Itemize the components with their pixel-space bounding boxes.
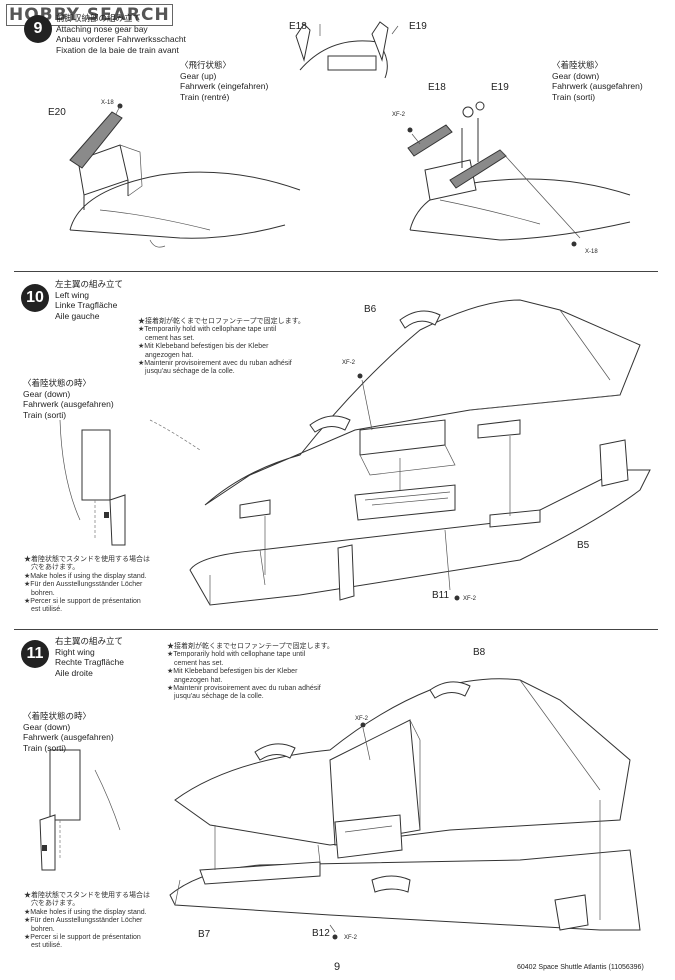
step11-drawing xyxy=(39,678,641,940)
step10-part-b11: B11 xyxy=(432,590,450,601)
step10-stand-note-line: ★着陸状態でスタンドを使用する場合は xyxy=(24,556,150,563)
step10-drawing xyxy=(59,299,651,606)
step11-mode-de: Fahrwerk (ausgefahren) xyxy=(23,732,114,742)
step9-right-mode-fr: Train (sorti) xyxy=(552,91,596,102)
step11-stand-note-line: ★Make holes if using the display stand. xyxy=(24,908,147,916)
step9-right-mode-de: Fahrwerk (ausgefahren) xyxy=(552,81,643,91)
step10-number-badge: 10 xyxy=(21,284,49,312)
step11-paint-xf2: XF-2 xyxy=(355,716,369,722)
step10-title-jp: 左主翼の組み立て xyxy=(55,279,124,289)
page-number: 9 xyxy=(334,961,341,973)
step11-number-badge: 11 xyxy=(21,640,49,668)
step10-stand-note: ★着陸状態でスタンドを使用する場合は 穴をあけます。 ★Make holes i… xyxy=(24,556,150,615)
step10-mode-en: Gear (down) xyxy=(23,388,71,399)
step9-part-e18-top: E18 xyxy=(289,21,307,32)
step10-mode-de: Fahrwerk (ausgefahren) xyxy=(23,399,114,409)
step10-tape-note-line: ★Mit Klebeband befestigen bis der Kleber xyxy=(138,343,269,351)
step9-drawing xyxy=(69,21,631,248)
step11-part-b8: B8 xyxy=(473,647,486,658)
step9-part-e19: E19 xyxy=(491,82,509,93)
step10-tape-note: ★接着剤が乾くまでセロファンテープで固定します。 ★Temporarily ho… xyxy=(138,318,305,377)
step11-tape-note-line: ★Mit Klebeband befestigen bis der Kleber xyxy=(167,668,298,676)
step10-tape-note-line: cement has set. xyxy=(145,334,195,342)
step11-stand-note-line: ★Percer si le support de présentation xyxy=(24,934,141,942)
step10-tape-note-line: ★Maintenir provisoirement avec du ruban … xyxy=(138,360,292,368)
step9-right-mode-jp: 〈着陸状態〉 xyxy=(552,60,604,70)
step11-title-de: Rechte Tragfläche xyxy=(55,657,124,667)
step10-title: 左主翼の組み立て Left wing Linke Tragfläche Aile… xyxy=(55,279,123,321)
step11-gear-mode: 〈着陸状態の時〉 Gear (down) Fahrwerk (ausgefahr… xyxy=(23,711,114,753)
step9-title-jp: 前脚収納部の組み立て xyxy=(56,13,142,23)
step10-tape-note-line: ★Temporarily hold with cellophane tape u… xyxy=(138,326,277,334)
step11-stand-note-line: bohren. xyxy=(31,925,55,933)
step9-paint-x18-left: X-18 xyxy=(101,100,114,106)
step11-part-b7: B7 xyxy=(198,929,211,940)
step9-title-en: Attaching nose gear bay xyxy=(56,23,148,34)
step10-title-de: Linke Tragfläche xyxy=(55,300,118,310)
step11-panel-divider xyxy=(14,629,658,630)
step11-mode-jp: 〈着陸状態の時〉 xyxy=(23,711,92,721)
step11-title: 右主翼の組み立て Right wing Rechte Tragfläche Ai… xyxy=(55,636,124,678)
step11-tape-note-line: jusqu'au séchage de la colle. xyxy=(174,693,264,701)
step10-stand-note-line: ★Für den Ausstellungsständer Löcher xyxy=(24,581,143,589)
step10-stand-note-line: bohren. xyxy=(31,589,55,597)
step11-tape-note-line: ★Temporarily hold with cellophane tape u… xyxy=(167,651,306,659)
step9-right-mode: 〈着陸状態〉 Gear (down) Fahrwerk (ausgefahren… xyxy=(552,60,643,102)
step9-paint-xf2: XF-2 xyxy=(392,112,406,118)
step10-part-b5: B5 xyxy=(577,540,590,551)
step10-tape-note-line: jusqu'au séchage de la colle. xyxy=(145,368,235,376)
step9-left-mode: 〈飛行状態〉 Gear (up) Fahrwerk (eingefahren) … xyxy=(180,60,268,102)
step10-tape-note-line: angezogen hat. xyxy=(145,351,194,359)
step11-title-en: Right wing xyxy=(55,646,95,657)
step9-part-e18: E18 xyxy=(428,82,446,93)
step9-title-de: Anbau vorderer Fahrwerksschacht xyxy=(56,34,186,44)
step10-title-en: Left wing xyxy=(55,289,90,300)
step10-stand-note-line: 穴をあけます。 xyxy=(31,564,80,572)
step9-title-fr: Fixation de la baie de train avant xyxy=(56,44,179,55)
step11-stand-note-line: ★Für den Ausstellungsständer Löcher xyxy=(24,917,143,925)
step9-right-mode-en: Gear (down) xyxy=(552,70,600,81)
step10-paint-xf2: XF-2 xyxy=(342,360,356,366)
footer-product-info: 60402 Space Shuttle Atlantis (11056396) xyxy=(517,964,644,971)
step10-part-b6: B6 xyxy=(364,304,377,315)
step9-number-badge: 9 xyxy=(24,15,52,43)
step11-stand-note-line: 穴をあけます。 xyxy=(31,900,80,908)
footer-product-code: 60402 xyxy=(517,964,537,971)
step10-mode-fr: Train (sorti) xyxy=(23,409,67,420)
step11-stand-note-line: est utilisé. xyxy=(31,942,63,950)
step9-title: 前脚収納部の組み立て Attaching nose gear bay Anbau… xyxy=(56,13,186,55)
step9-left-mode-de: Fahrwerk (eingefahren) xyxy=(180,81,269,91)
step11-mode-fr: Train (sorti) xyxy=(23,742,67,753)
step9-part-e19-top: E19 xyxy=(409,21,427,32)
step10-gear-mode: 〈着陸状態の時〉 Gear (down) Fahrwerk (ausgefahr… xyxy=(23,378,114,420)
step10-tape-note-line: ★接着剤が乾くまでセロファンテープで固定します。 xyxy=(138,318,305,325)
footer-doc-code: (11056396) xyxy=(608,964,644,971)
step10-stand-note-line: ★Percer si le support de présentation xyxy=(24,598,141,606)
step9-paint-x18-right: X-18 xyxy=(585,249,598,255)
step10-panel-divider xyxy=(14,271,658,272)
step11-stand-note-line: ★着陸状態でスタンドを使用する場合は xyxy=(24,892,150,899)
step10-mode-jp: 〈着陸状態の時〉 xyxy=(23,378,92,388)
step11-title-jp: 右主翼の組み立て xyxy=(55,636,124,646)
step11-mode-en: Gear (down) xyxy=(23,721,71,732)
step9-part-e20: E20 xyxy=(48,107,66,118)
step11-tape-note-line: ★接着剤が乾くまでセロファンテープで固定します。 xyxy=(167,643,334,650)
step10-title-fr: Aile gauche xyxy=(55,310,100,321)
step10-stand-note-line: est utilisé. xyxy=(31,606,63,614)
step11-title-fr: Aile droite xyxy=(55,667,93,678)
step11-stand-note: ★着陸状態でスタンドを使用する場合は 穴をあけます。 ★Make holes i… xyxy=(24,892,150,951)
step10-stand-note-line: ★Make holes if using the display stand. xyxy=(24,572,147,580)
step9-left-mode-en: Gear (up) xyxy=(180,70,217,81)
step11-tape-note: ★接着剤が乾くまでセロファンテープで固定します。 ★Temporarily ho… xyxy=(167,643,334,702)
footer-product-name: Space Shuttle Atlantis xyxy=(538,964,607,971)
step9-left-mode-jp: 〈飛行状態〉 xyxy=(180,60,232,70)
step9-left-mode-fr: Train (rentré) xyxy=(180,91,230,102)
step11-tape-note-line: angezogen hat. xyxy=(174,676,223,684)
step10-paint-xf2-b11: XF-2 xyxy=(463,596,477,602)
step11-paint-xf2-b12: XF-2 xyxy=(344,935,358,941)
step11-tape-note-line: cement has set. xyxy=(174,659,224,667)
step11-tape-note-line: ★Maintenir provisoirement avec du ruban … xyxy=(167,685,321,693)
step11-part-b12: B12 xyxy=(312,928,330,939)
